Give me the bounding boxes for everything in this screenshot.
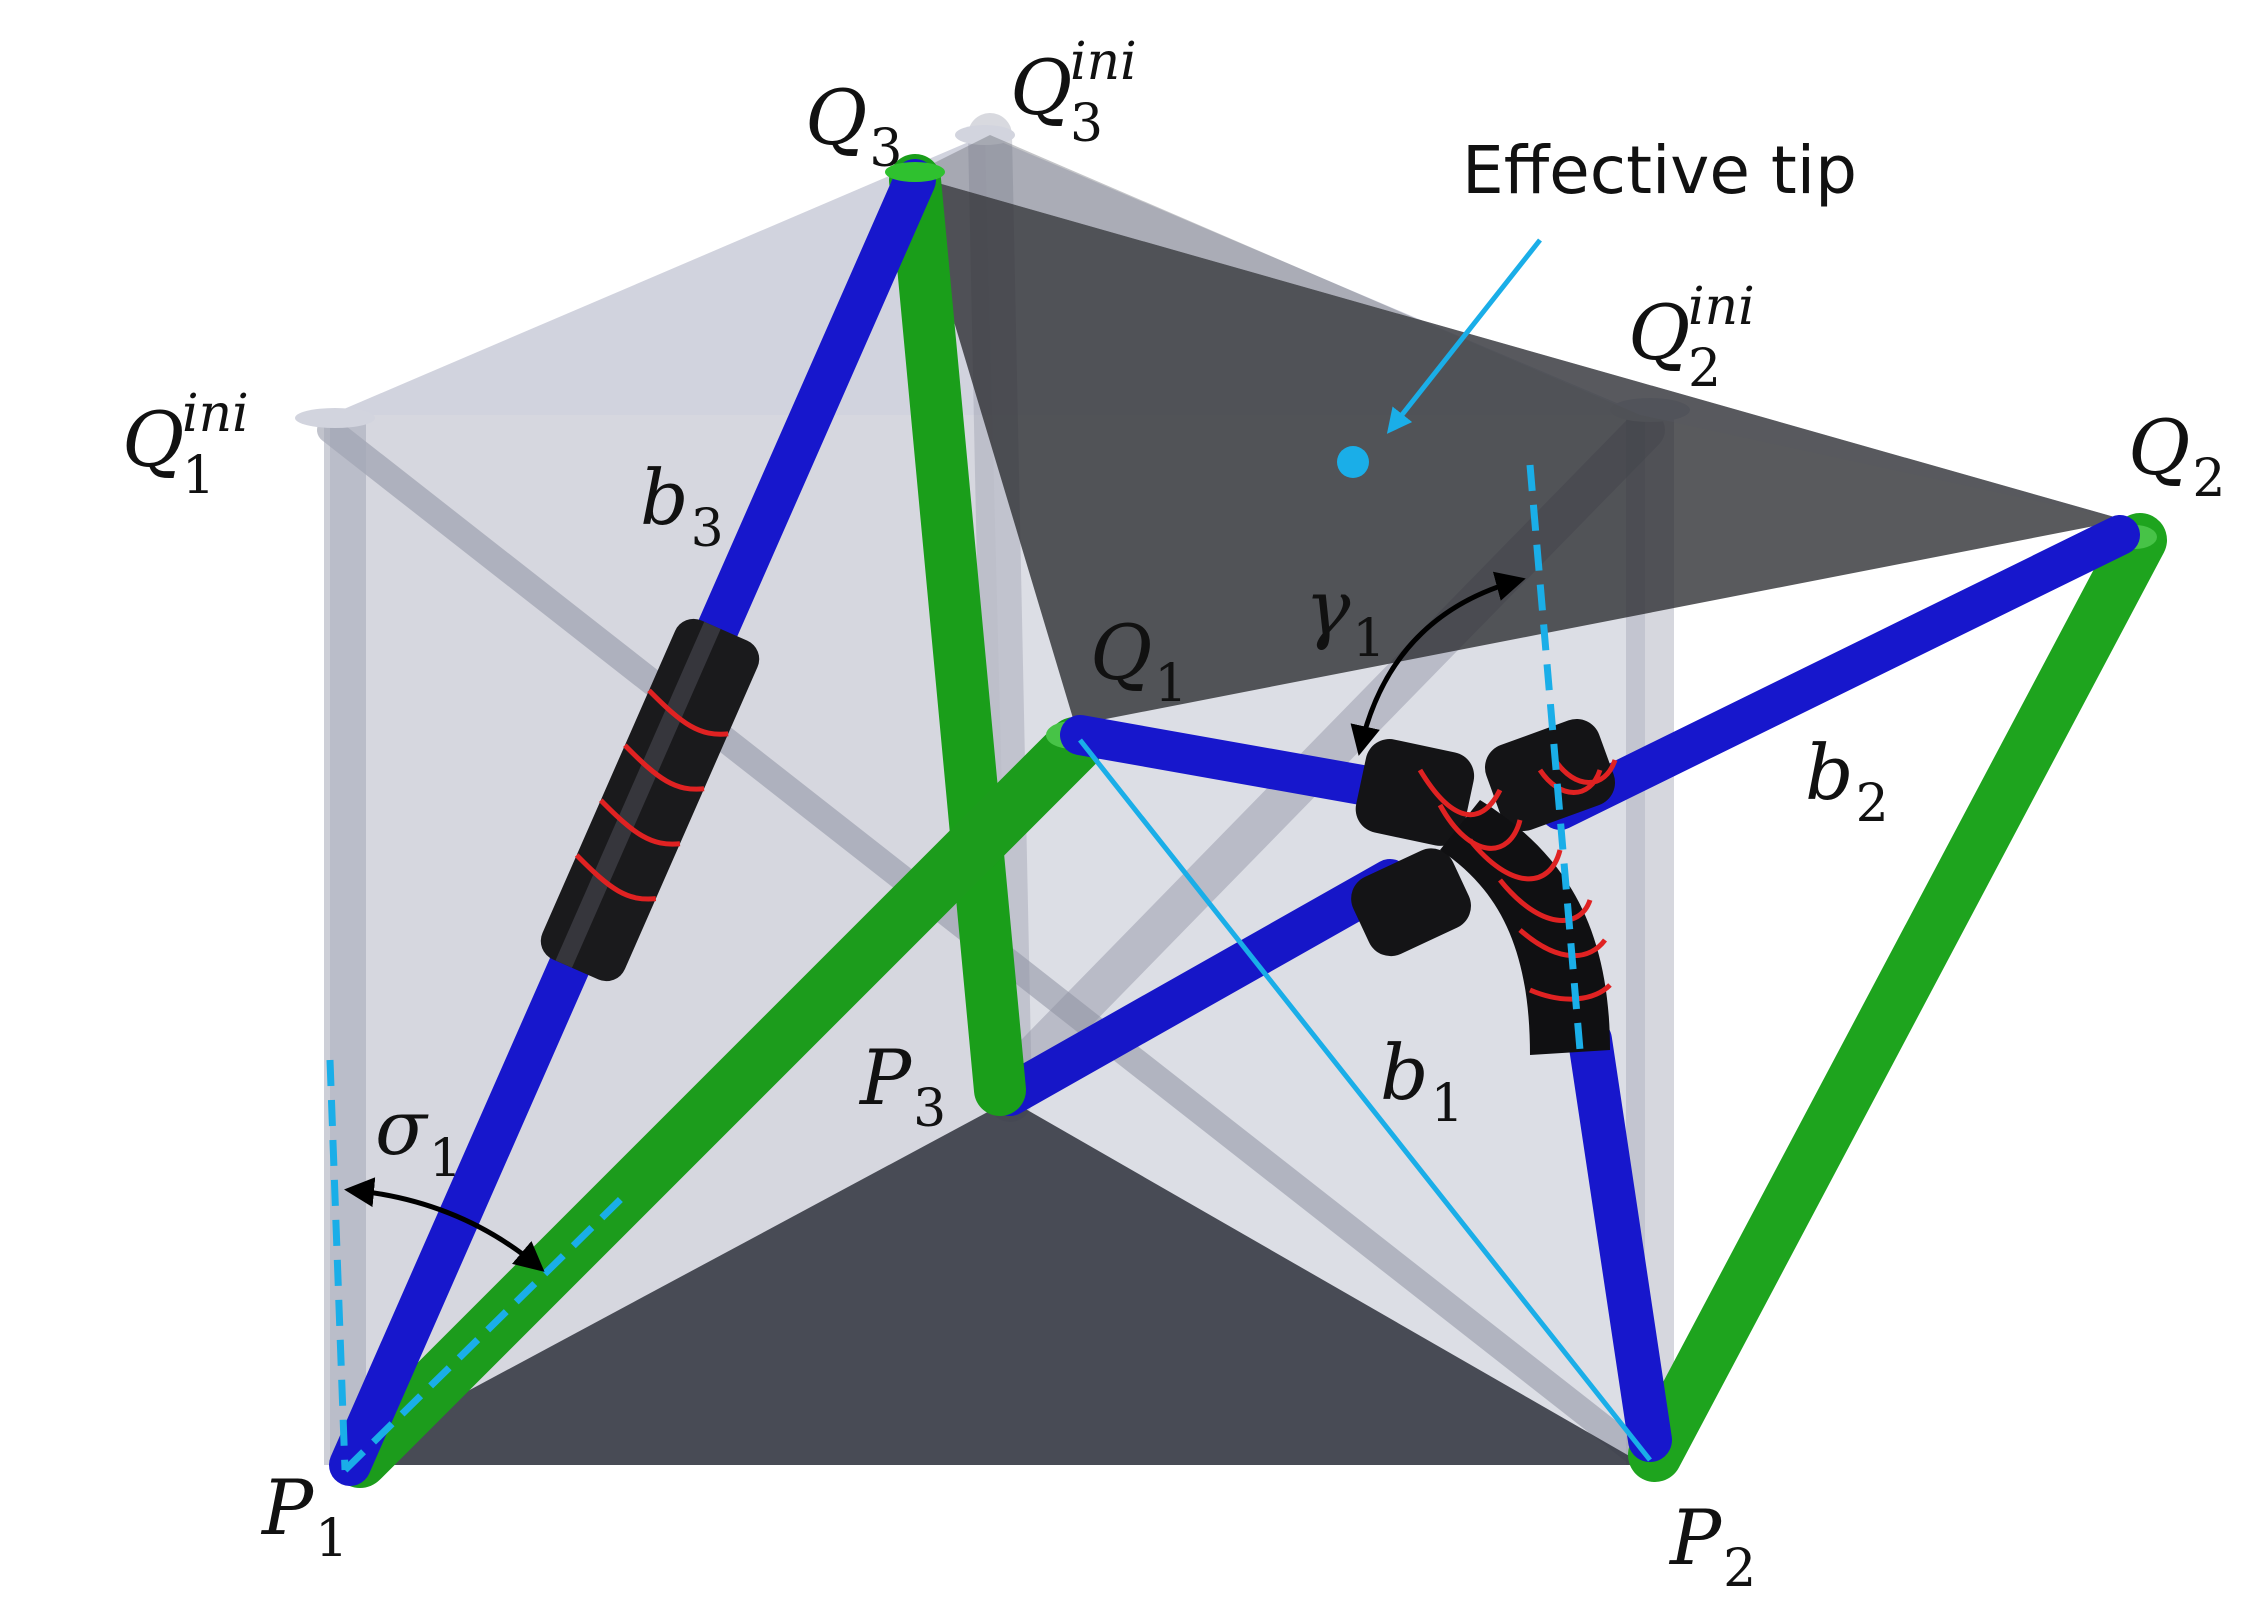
sigma1-strut-axis-reference	[342, 1192, 628, 1473]
label-q2-ini-base: Q	[1628, 288, 1691, 377]
blue-strut-lower-right	[1568, 1018, 1672, 1462]
effective-tip-dot	[1337, 446, 1369, 478]
label-gamma1-base: γ	[1305, 563, 1351, 652]
label-q3-sub: 3	[869, 119, 903, 179]
label-q3-base: Q	[805, 73, 868, 162]
gamma1-axis-reference	[1526, 464, 1584, 1051]
green-cap-q3	[885, 162, 945, 182]
green-strut-q3-p3	[889, 154, 1026, 1116]
coil-winding	[574, 688, 729, 902]
ghost-cap-q1	[295, 408, 375, 428]
joint-block-left	[1355, 739, 1475, 846]
label-q1-ini-base: Q	[122, 395, 185, 484]
blue-strut-p3-to-center	[989, 859, 1411, 1116]
label-q2: Q2	[2128, 410, 2225, 506]
label-b2: b2	[1805, 735, 1889, 831]
label-p3-sub: 3	[913, 1079, 947, 1139]
top-plate-upper-shade	[910, 135, 2125, 520]
label-q3: Q3	[805, 80, 902, 176]
sigma1-angle-arrow	[344, 1177, 545, 1272]
label-q1-sub: 1	[1154, 654, 1188, 714]
label-p1-sub: 1	[315, 1509, 349, 1569]
label-p2-sub: 2	[1723, 1539, 1757, 1599]
label-p1-base: P	[262, 1463, 314, 1552]
label-p3-base: P	[860, 1033, 912, 1122]
label-q3-ini-sup: ini	[1070, 32, 1137, 92]
label-sigma1: σ1	[375, 1090, 462, 1186]
label-b3-sub: 3	[690, 499, 724, 559]
joint-block-lower-left	[1351, 848, 1471, 957]
label-p3: P3	[860, 1040, 946, 1136]
joint-curved-arm	[1440, 800, 1610, 1055]
label-b2-sub: 2	[1855, 774, 1889, 834]
sigma1-vertical-reference	[326, 1059, 349, 1471]
label-q1-base: Q	[1090, 608, 1153, 697]
cable-b1	[1078, 738, 1652, 1462]
label-gamma1-sub: 1	[1352, 609, 1386, 669]
label-p2-base: P	[1670, 1493, 1722, 1582]
blue-strut-b2	[1540, 515, 2140, 830]
label-b3: b3	[640, 460, 724, 556]
actuator-highlight	[555, 621, 721, 968]
ghost-cap-q3	[955, 125, 1015, 145]
label-gamma1: γ1	[1305, 570, 1386, 666]
label-q3-ini-base: Q	[1010, 43, 1073, 132]
bottom-base-plate	[330, 1100, 1645, 1465]
top-moving-plate	[910, 175, 2125, 725]
label-b1: b1	[1380, 1035, 1464, 1131]
label-q2-base: Q	[2128, 403, 2191, 492]
label-b3-base: b	[640, 453, 689, 542]
label-q2-sub: 2	[2192, 449, 2226, 509]
label-sigma1-base: σ	[375, 1083, 427, 1172]
effective-tip-label: Effective tip	[1462, 132, 1858, 209]
label-p1: P1	[262, 1470, 348, 1566]
label-q2-ini-sub: 2	[1688, 339, 1722, 399]
label-q3-ini-sub: 3	[1070, 94, 1104, 154]
label-b1-sub: 1	[1430, 1074, 1464, 1134]
label-b2-base: b	[1805, 728, 1854, 817]
gamma1-angle-arrow	[1350, 571, 1526, 756]
green-strut-p2-q2	[1628, 513, 2167, 1482]
green-strut-p1-q1	[332, 717, 1103, 1488]
label-q1-ini-sup: ini	[182, 384, 249, 444]
label-q1: Q1	[1090, 615, 1187, 711]
label-sigma1-sub: 1	[428, 1129, 462, 1189]
label-q2-ini-sup: ini	[1688, 277, 1755, 337]
label-b1-base: b	[1380, 1028, 1429, 1117]
blue-strut-q1-arm	[1060, 715, 1410, 810]
reference-lines	[326, 464, 1584, 1473]
label-q1-ini-sub: 1	[182, 446, 216, 506]
actuator-on-b3	[540, 618, 760, 982]
effective-tip-pointer	[1386, 238, 1542, 434]
label-p2: P2	[1670, 1500, 1756, 1596]
